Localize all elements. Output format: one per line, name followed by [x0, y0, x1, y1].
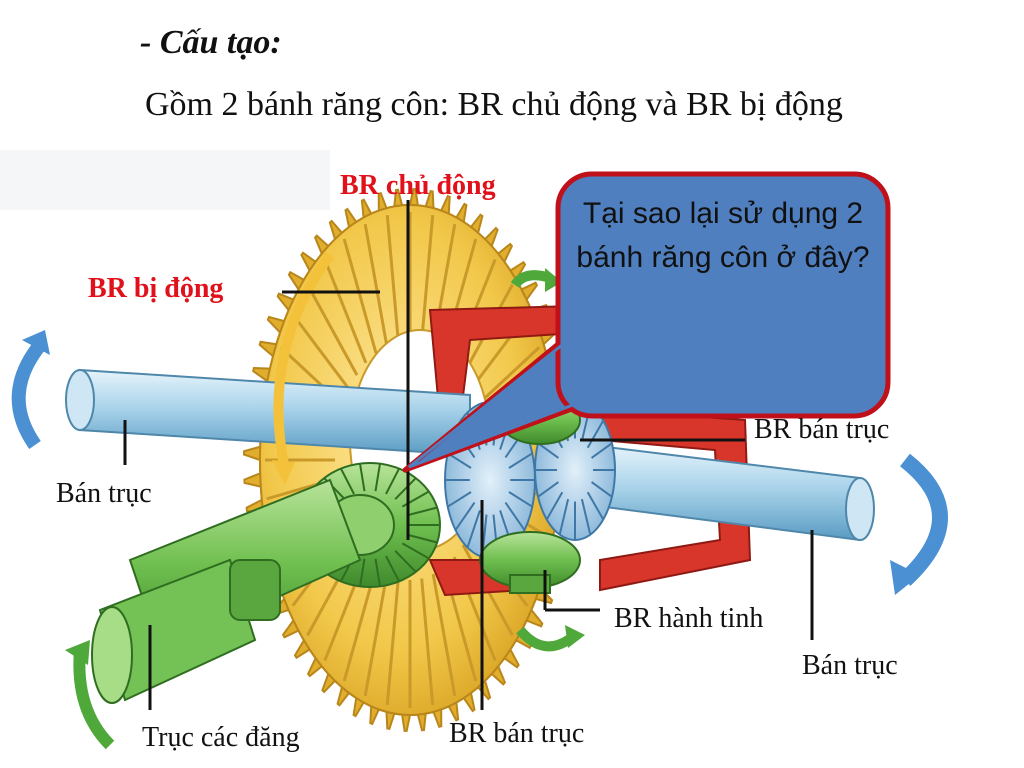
label-br-chu-dong: BR chủ động: [340, 170, 496, 201]
callout-question: Tại sao lại sử dụng 2 bánh răng côn ở đâ…: [576, 197, 870, 274]
slide-heading: - Cấu tạo:: [140, 24, 282, 61]
rotation-arrow-left: [11, 330, 50, 450]
right-half-shaft: [589, 443, 875, 542]
label-br-hanh-tinh: BR hành tinh: [614, 603, 764, 634]
slide-subtitle: Gồm 2 bánh răng côn: BR chủ động và BR b…: [145, 86, 843, 123]
label-truc-cac-dang: Trục các đăng: [142, 722, 300, 753]
label-ban-truc-right: Bán trục: [802, 650, 898, 681]
rotation-arrow-crown: [272, 252, 335, 485]
leader-lines: [123, 200, 814, 710]
rotation-arrow-planet-top: [510, 268, 562, 292]
background-strip: [0, 150, 330, 210]
label-br-ban-truc-bottom: BR bán trục: [449, 718, 585, 749]
label-br-ban-truc-right: BR bán trục: [754, 414, 890, 445]
rotation-arrow-planet-bottom: [516, 625, 585, 652]
label-ban-truc-left: Bán trục: [56, 478, 152, 509]
planet-gear-bottom: [479, 531, 581, 594]
rotation-arrow-bottom-left: [65, 640, 115, 750]
callout-bubble: [402, 171, 891, 473]
label-br-bi-dong: BR bị động: [88, 273, 224, 304]
rotation-arrow-right: [890, 453, 948, 595]
cardan-shaft: [91, 478, 362, 704]
